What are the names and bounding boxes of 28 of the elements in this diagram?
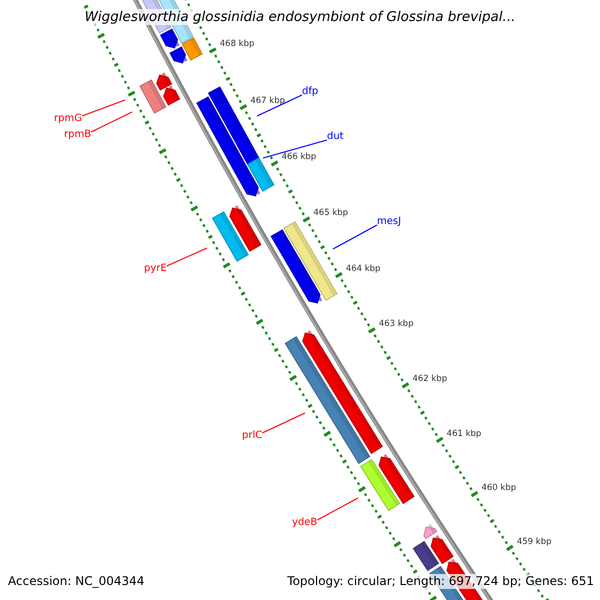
- leader-line: [262, 412, 306, 434]
- gene-label: rpmG: [54, 113, 82, 125]
- scale-label: 462 kbp: [412, 374, 448, 384]
- leader-line: [90, 112, 132, 132]
- gene-label: prlC: [242, 430, 262, 442]
- gene-label: mesJ: [377, 216, 402, 228]
- scale-label: 459 kbp: [516, 536, 552, 547]
- scale-label: 461 kbp: [446, 428, 482, 439]
- scale-label: 463 kbp: [378, 319, 414, 330]
- gene-label: dut: [327, 131, 344, 143]
- scale-label: 460 kbp: [481, 483, 516, 494]
- scale-label: 467 kbp: [250, 96, 285, 106]
- scale-label: 464 kbp: [346, 264, 380, 274]
- gene-label: ydeB: [292, 517, 318, 529]
- leader-line: [316, 498, 358, 520]
- scale-label: 465 kbp: [313, 208, 348, 218]
- scale-label: 468 kbp: [220, 39, 254, 50]
- leader-line: [256, 94, 302, 116]
- leader-line: [166, 248, 208, 266]
- scale-label: 466 kbp: [282, 152, 316, 162]
- leader-line: [262, 140, 328, 158]
- map-summary: Topology: circular; Length: 697,724 bp; Genes: 651: [287, 574, 594, 589]
- leader-line: [81, 100, 126, 116]
- gene-label: rpmB: [64, 129, 92, 141]
- leader-line: [332, 224, 378, 250]
- accession-label: Accession: NC_004344: [8, 574, 144, 589]
- gene-label: pyrE: [144, 263, 167, 275]
- gene-label: dfp: [302, 86, 318, 98]
